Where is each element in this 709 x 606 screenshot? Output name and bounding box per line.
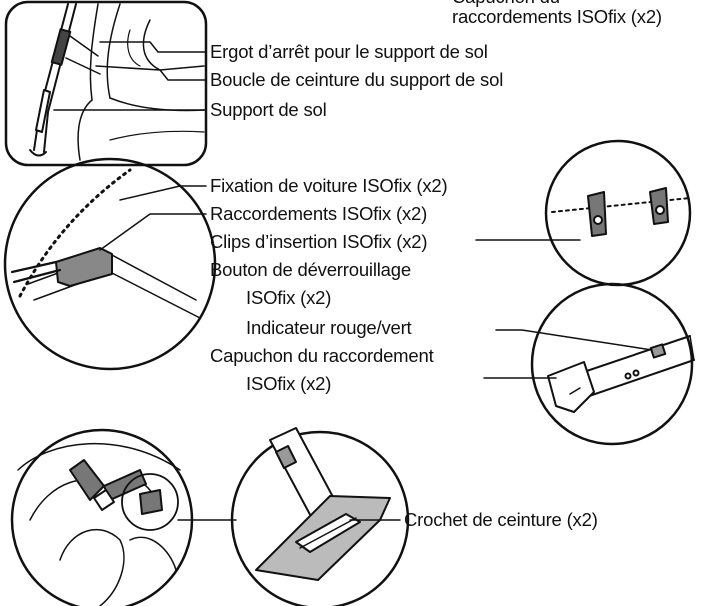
label-isofix-connectors: Raccordements ISOfix (x2) bbox=[210, 203, 428, 224]
leader-indicator bbox=[495, 329, 653, 351]
isofix-clips-panel bbox=[544, 139, 692, 287]
isofix-connector-panel bbox=[3, 157, 217, 371]
label-release-button-line2: ISOfix (x2) bbox=[246, 287, 332, 308]
label-car-isofix-anchor: Fixation de voiture ISOfix (x2) bbox=[210, 175, 448, 196]
label-stop-lug: Ergot d’arrêt pour le support de sol bbox=[210, 41, 488, 62]
leader-connectors bbox=[99, 213, 207, 251]
release-button-panel bbox=[530, 282, 695, 446]
leader-car-anchor bbox=[119, 185, 207, 201]
label-red-green-indicator: Indicateur rouge/vert bbox=[246, 317, 412, 338]
leader-belt-buckle bbox=[95, 65, 207, 81]
label-floor-support-buckle: Boucle de ceinture du support de sol bbox=[210, 69, 504, 90]
label-top-isofix-connectors: raccordements ISOfix (x2) bbox=[452, 6, 662, 27]
belt-hook-panel bbox=[230, 427, 410, 606]
label-isofix-guide-clips: Clips d’insertion ISOfix (x2) bbox=[210, 231, 428, 252]
label-floor-support: Support de sol bbox=[210, 99, 327, 120]
label-top-partial: Capuchon du bbox=[452, 0, 560, 8]
harness-panel bbox=[10, 428, 194, 606]
label-connector-cap-line1: Capuchon du raccordement bbox=[210, 345, 434, 366]
label-belt-hook: Crochet de ceinture (x2) bbox=[404, 509, 598, 530]
leader-stop-lug bbox=[99, 41, 207, 53]
floor-support-panel bbox=[4, 0, 208, 167]
label-connector-cap-line2: ISOfix (x2) bbox=[246, 373, 332, 394]
label-release-button-line1: Bouton de déverrouillage bbox=[210, 259, 411, 280]
